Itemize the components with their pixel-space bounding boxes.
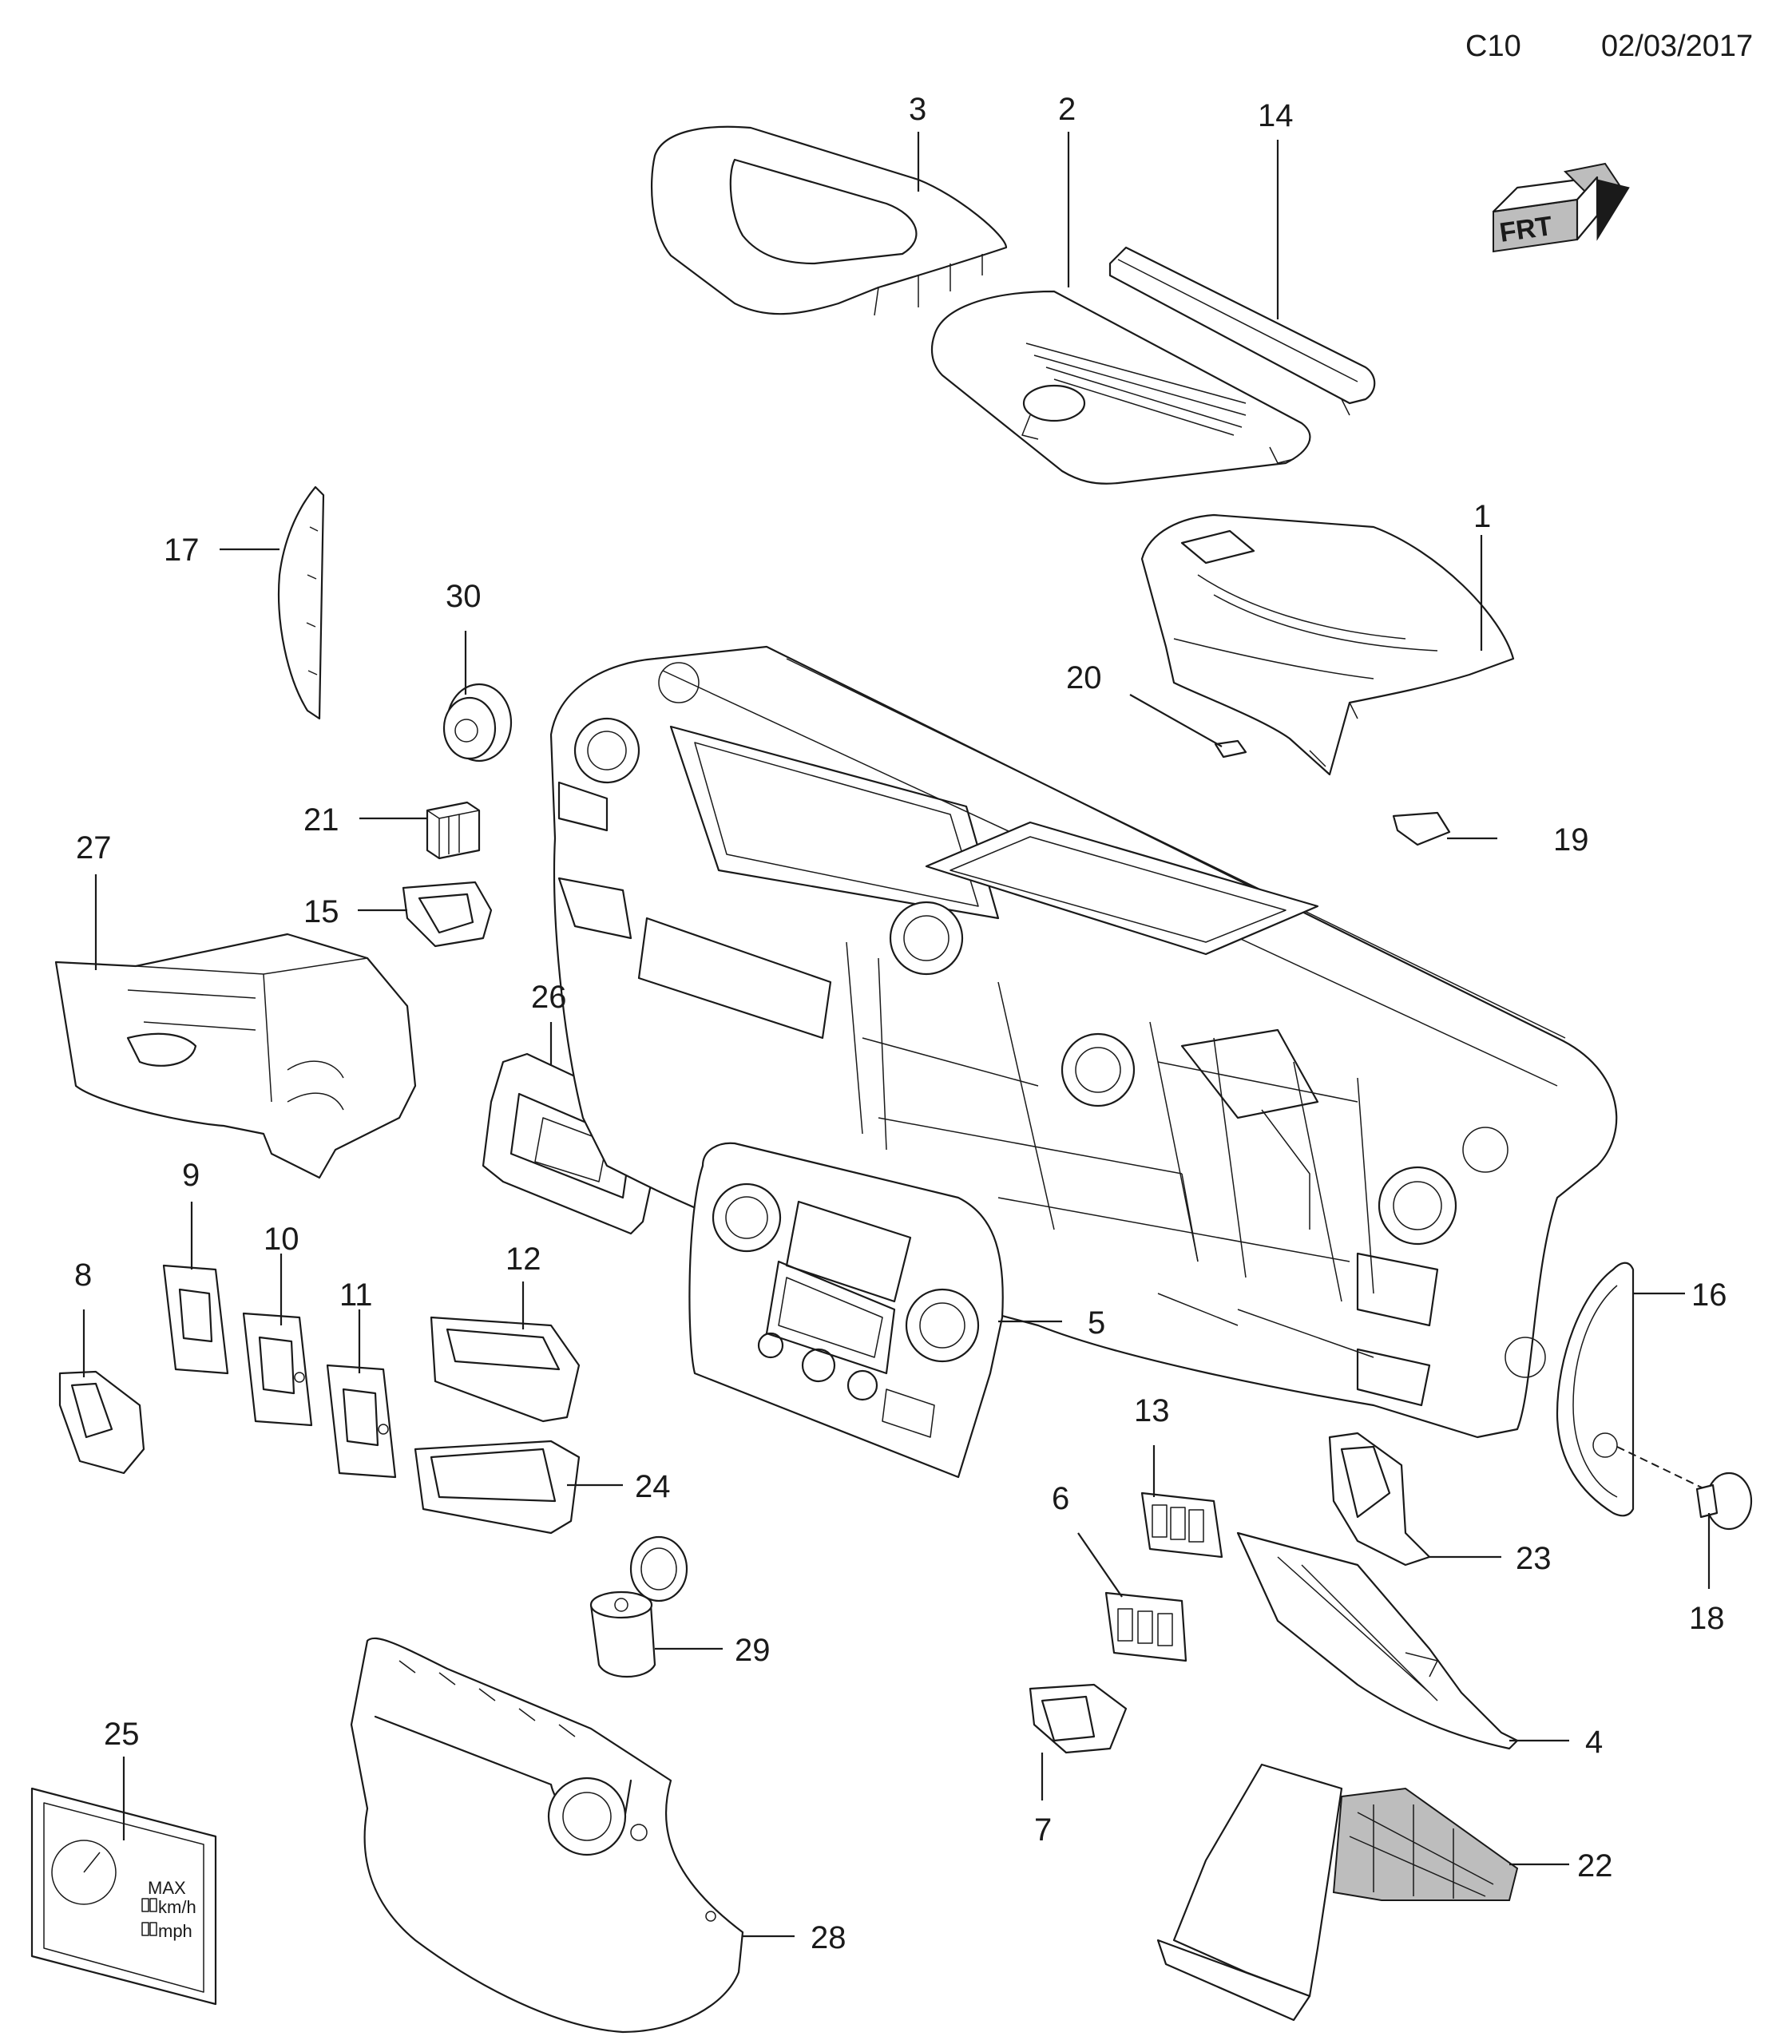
part-1-passenger-panel: [1140, 513, 1515, 776]
callout-19: 19: [1553, 822, 1589, 858]
callout-13: 13: [1134, 1393, 1170, 1428]
callout-22: 22: [1577, 1848, 1613, 1884]
leader-lines: [82, 132, 1711, 1938]
callout-9: 9: [182, 1158, 200, 1193]
part-30-knob: [442, 683, 513, 763]
callout-21: 21: [303, 802, 339, 838]
callout-28: 28: [811, 1920, 846, 1955]
page-code: C10: [1465, 30, 1521, 63]
label-25-max: MAX: [148, 1878, 186, 1898]
callout-12: 12: [505, 1242, 541, 1277]
part-3-instrument-hood: [650, 125, 1008, 316]
part-6-switch-pack: [1104, 1591, 1187, 1662]
part-8-bezel: [58, 1370, 145, 1475]
part-7-bezel: [1029, 1683, 1128, 1754]
part-16-side-trim: [1556, 1262, 1635, 1517]
part-21-switch: [426, 801, 481, 860]
part-9-bezel: [162, 1264, 229, 1375]
label-25-mph: mph: [158, 1921, 192, 1941]
callout-8: 8: [74, 1258, 92, 1293]
callout-11: 11: [339, 1278, 373, 1313]
callout-29: 29: [735, 1633, 771, 1668]
callout-16: 16: [1691, 1278, 1727, 1313]
part-18-cap: [1695, 1472, 1753, 1531]
callout-20: 20: [1066, 660, 1102, 695]
part-23-bezel: [1328, 1432, 1431, 1567]
part-4-lower-cover: [1236, 1531, 1519, 1750]
part-10-bezel: [242, 1312, 313, 1427]
front-arrow-icon: FRT: [1492, 162, 1630, 253]
part-15-bezel: [402, 881, 493, 948]
callout-5: 5: [1088, 1305, 1105, 1341]
callout-24: 24: [635, 1469, 671, 1504]
part-11-bezel: [326, 1364, 397, 1479]
callout-3: 3: [909, 92, 926, 127]
part-20-clip: [1214, 739, 1247, 759]
part-17-side-trim: [277, 485, 325, 720]
callout-17: 17: [164, 533, 200, 568]
part-19-clip: [1392, 811, 1451, 846]
part-13-switch-pack: [1140, 1491, 1223, 1559]
part-14-trim-strip: [1108, 246, 1376, 416]
part-27-glove-box: [54, 933, 417, 1179]
callout-1: 1: [1473, 499, 1491, 534]
callout-15: 15: [303, 894, 339, 929]
callout-6: 6: [1052, 1481, 1069, 1516]
part-12-tray: [430, 1316, 581, 1423]
part-29-socket: [589, 1535, 688, 1678]
part-28-lower-console: [350, 1637, 744, 2034]
part-2-upper-cover: [930, 290, 1311, 485]
diagram-date: 02/03/2017: [1601, 30, 1753, 63]
callout-30: 30: [446, 579, 482, 614]
callout-2: 2: [1058, 92, 1076, 127]
part-24-tray: [414, 1440, 581, 1535]
callout-18: 18: [1689, 1601, 1725, 1636]
label-25-kmh: km/h: [158, 1897, 196, 1917]
part-5-center-fascia: [688, 1142, 1004, 1479]
callout-23: 23: [1516, 1541, 1552, 1576]
callout-4: 4: [1585, 1725, 1603, 1760]
part-25-speed-label: MAX km/h mph: [30, 1787, 217, 2006]
part-18-alignment-line: [1616, 1446, 1706, 1490]
part-22-storage-tray: [1156, 1763, 1519, 2022]
callout-7: 7: [1034, 1812, 1052, 1848]
callout-14: 14: [1258, 98, 1294, 133]
callout-10: 10: [264, 1222, 299, 1257]
frt-label: FRT: [1497, 211, 1554, 248]
callout-25: 25: [104, 1717, 140, 1752]
callout-labels: 3 2 14 1 20 19 17 30 21 15 27 26 9 10 11…: [74, 92, 1727, 1955]
callout-27: 27: [76, 830, 112, 866]
callout-26: 26: [531, 980, 567, 1015]
